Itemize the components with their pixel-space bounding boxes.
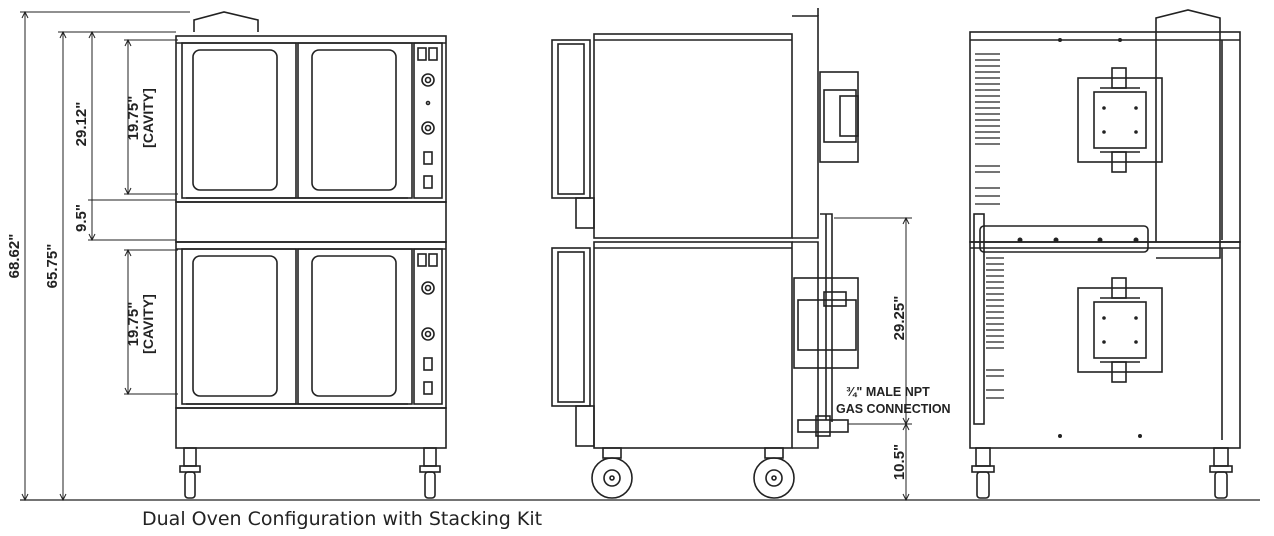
- dim-overall-height: 68.62": [6, 234, 23, 279]
- gas-connection-line2: GAS CONNECTION: [836, 402, 951, 416]
- dim-gas-height: 29.25": [891, 296, 908, 341]
- dim-body-height: 65.75": [44, 244, 61, 289]
- gas-connection-line1: ¾" MALE NPT: [846, 385, 930, 399]
- dim-lower-cavity-value: 19.75": [125, 302, 142, 347]
- dim-upper-cavity-label: [CAVITY]: [140, 88, 156, 148]
- front-view: [175, 11, 447, 499]
- dim-upper-oven-height: 29.12": [73, 102, 90, 147]
- dim-leg-height: 10.5": [891, 444, 908, 480]
- figure-caption: Dual Oven Configuration with Stacking Ki…: [142, 508, 543, 530]
- side-view: [551, 8, 859, 499]
- rear-view: [969, 9, 1241, 499]
- dim-upper-cavity-value: 19.75": [125, 96, 142, 141]
- dim-lower-cavity-label: [CAVITY]: [140, 294, 156, 354]
- dim-gap-height: 9.5": [73, 204, 90, 232]
